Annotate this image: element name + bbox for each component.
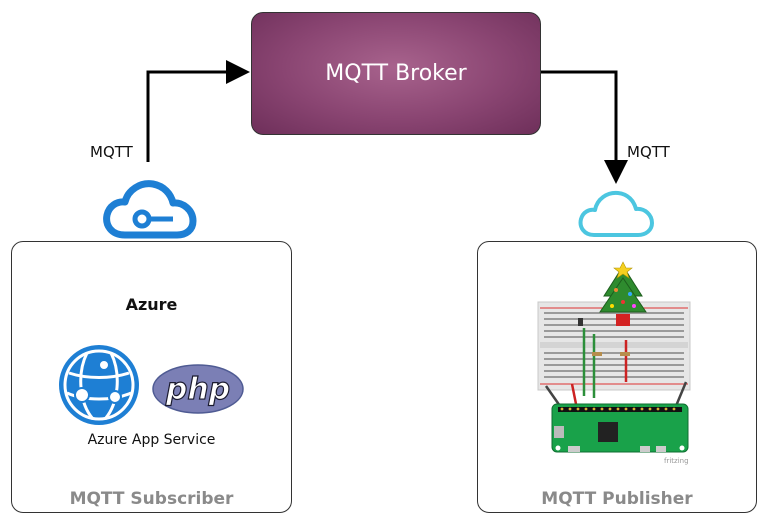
right-protocol-label: MQTT xyxy=(627,143,670,161)
fritzing-watermark: fritzing xyxy=(664,457,689,465)
broker-to-publisher-arrow xyxy=(539,70,628,184)
php-logo-icon: php xyxy=(152,364,244,414)
left-protocol-label: MQTT xyxy=(90,143,133,161)
azure-app-service-icon xyxy=(59,345,139,425)
subscriber-to-broker-arrow xyxy=(146,60,250,162)
broker-label: MQTT Broker xyxy=(325,61,467,86)
azure-iot-cloud-icon xyxy=(103,180,197,239)
publisher-footer: MQTT Publisher xyxy=(541,489,693,509)
raspberry-pi-breadboard-illustration: fritzing xyxy=(537,261,691,465)
subscriber-title: Azure xyxy=(125,295,178,314)
subscriber-footer: MQTT Subscriber xyxy=(69,489,234,509)
mqtt-broker-node[interactable]: MQTT Broker xyxy=(251,12,541,135)
subscriber-panel: Azure php Azure App Service MQTT Subscri… xyxy=(11,241,292,513)
php-logo-text: php xyxy=(165,372,230,407)
service-label: Azure App Service xyxy=(87,432,216,448)
cloud-outline-icon xyxy=(578,190,654,237)
publisher-panel: fritzing MQTT Publisher xyxy=(477,241,757,513)
